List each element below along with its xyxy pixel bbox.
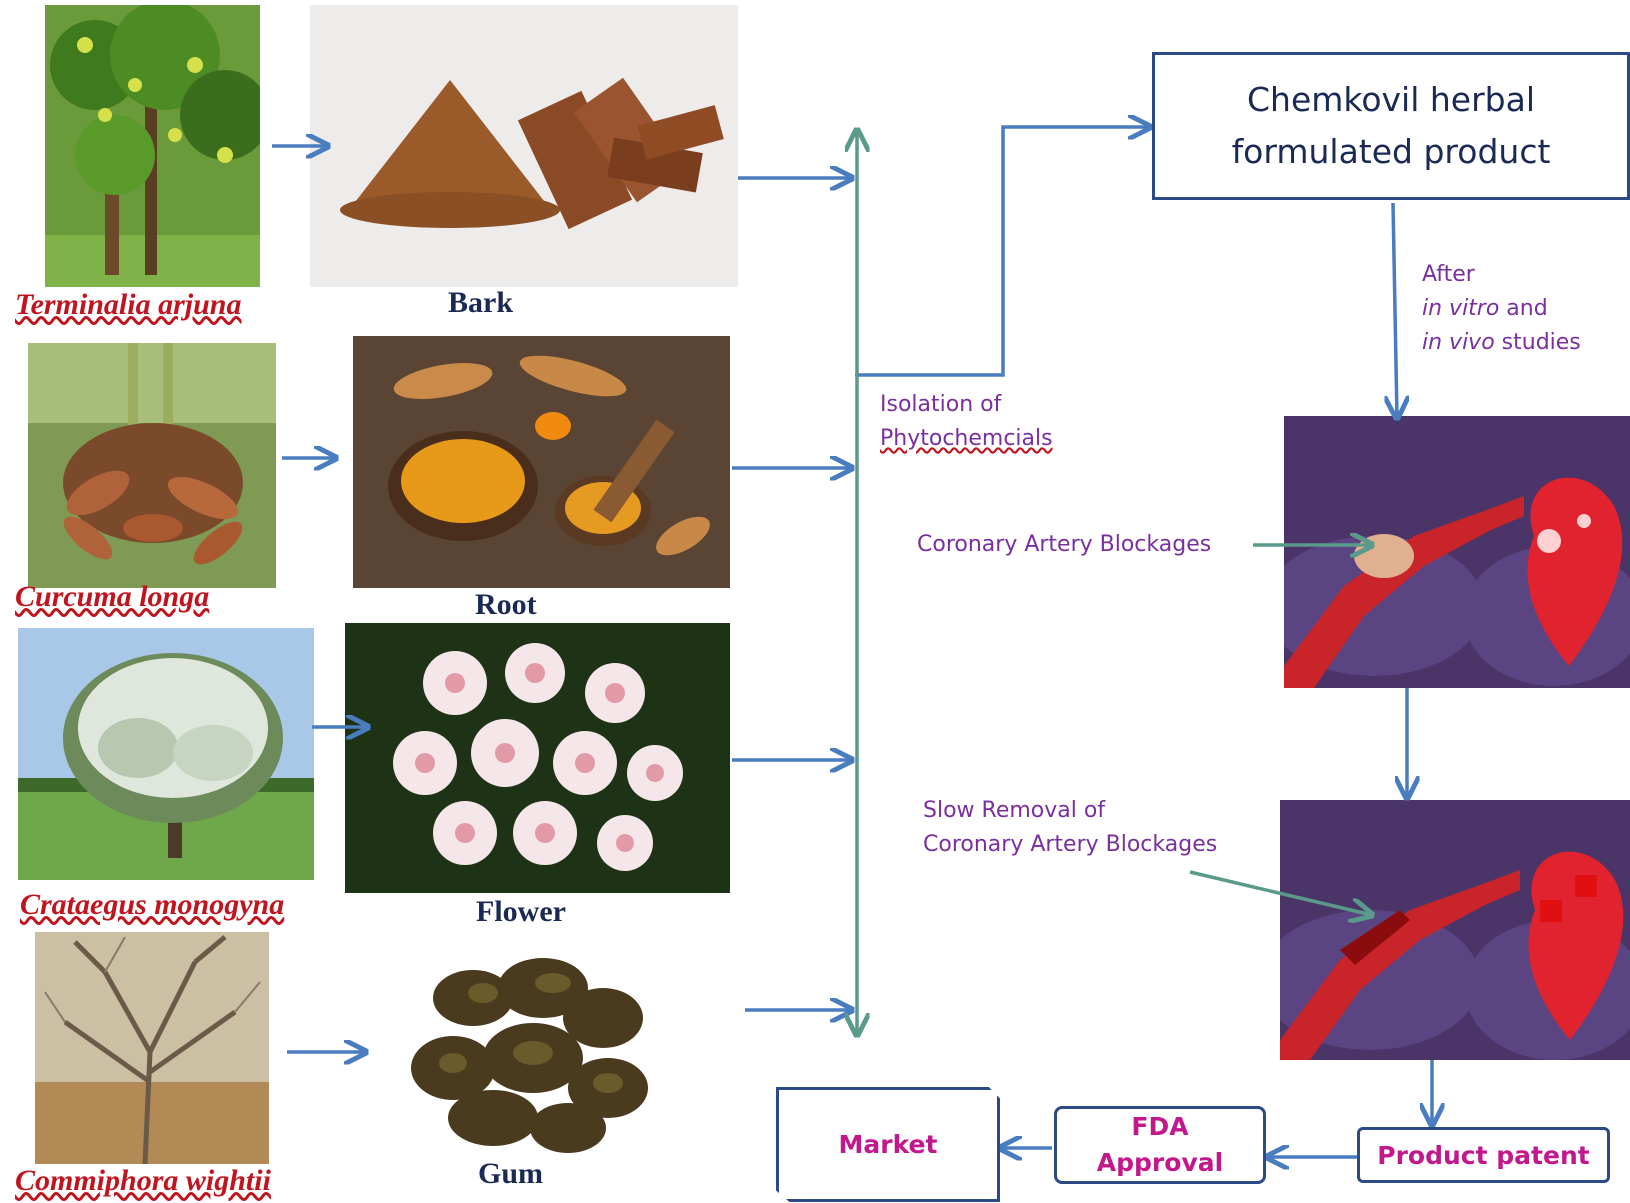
gum-resin-photo bbox=[393, 928, 675, 1163]
after-line3-italic: in vivo bbox=[1422, 330, 1495, 355]
artery-blockage-photo bbox=[1284, 416, 1630, 688]
isolation-line2: Phytochemcials bbox=[880, 426, 1053, 451]
slow-removal-line2: Coronary Artery Blockages bbox=[923, 832, 1218, 857]
market-box: Market bbox=[776, 1087, 1000, 1202]
part-label-gum: Gum bbox=[478, 1157, 544, 1190]
part-label-bark: Bark bbox=[448, 286, 514, 319]
market-label: Market bbox=[838, 1130, 938, 1159]
terminalia-tree-photo bbox=[45, 5, 260, 287]
isolation-line1: Isolation of bbox=[880, 392, 1002, 417]
plant-name-curcuma: Curcuma longa bbox=[15, 580, 210, 613]
part-label-flower: Flower bbox=[476, 895, 566, 928]
plant-name-commiphora: Commiphora wightii bbox=[15, 1164, 271, 1197]
slow-removal-label: Slow Removal of Coronary Artery Blockage… bbox=[923, 794, 1217, 862]
after-line1: After bbox=[1422, 262, 1475, 287]
after-line2-italic: in vitro bbox=[1422, 296, 1500, 321]
slow-removal-line1: Slow Removal of bbox=[923, 798, 1106, 823]
artery-removal-photo bbox=[1280, 800, 1630, 1060]
turmeric-root-photo bbox=[353, 336, 730, 588]
crataegus-tree-photo bbox=[18, 628, 314, 880]
fda-line1: FDA bbox=[1131, 1112, 1189, 1141]
plant-name-crataegus: Crataegus monogyna bbox=[20, 888, 285, 921]
curcuma-plant-photo bbox=[28, 343, 276, 588]
bark-powder-photo bbox=[310, 5, 738, 287]
product-line2: formulated product bbox=[1231, 132, 1551, 171]
blockage-label: Coronary Artery Blockages bbox=[917, 532, 1212, 557]
fda-line2: Approval bbox=[1096, 1148, 1224, 1177]
after-line2-rest: and bbox=[1499, 296, 1548, 321]
arrow-product-to-artery bbox=[1393, 202, 1397, 418]
fda-approval-box: FDA Approval bbox=[1054, 1106, 1266, 1184]
part-label-root: Root bbox=[475, 588, 537, 621]
after-studies-label: After in vitro and in vivo studies bbox=[1422, 258, 1581, 360]
patent-label: Product patent bbox=[1377, 1140, 1590, 1170]
product-box: Chemkovil herbal formulated product bbox=[1152, 52, 1630, 200]
commiphora-tree-photo bbox=[35, 932, 269, 1164]
isolation-label: Isolation of Phytochemcials bbox=[880, 388, 1053, 456]
after-line3-rest: studies bbox=[1494, 330, 1581, 355]
hawthorn-flower-photo bbox=[345, 623, 730, 893]
plant-name-terminalia: Terminalia arjuna bbox=[15, 288, 242, 321]
arrow-isolation-to-product bbox=[855, 127, 1150, 377]
product-line1: Chemkovil herbal bbox=[1246, 80, 1535, 119]
product-patent-box: Product patent bbox=[1357, 1127, 1610, 1183]
